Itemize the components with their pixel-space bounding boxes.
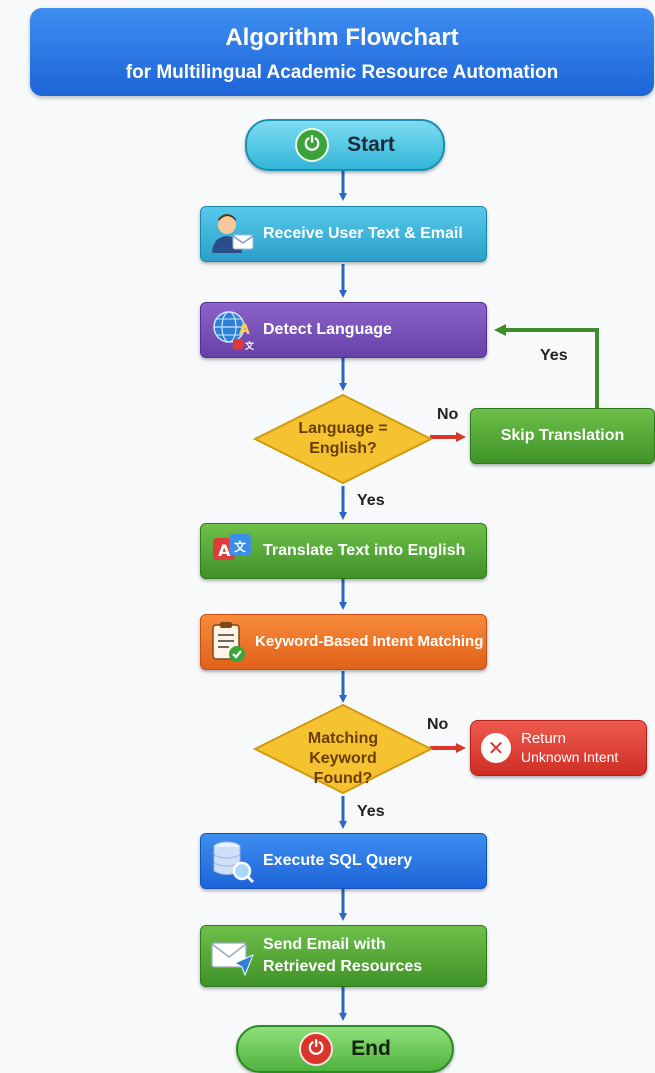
skip-yes-label: Yes [540,347,568,364]
receive-input-label: Receive User Text & Email [263,225,463,242]
decision-diamond-shape [253,703,433,795]
close-icon: ✕ [481,733,511,763]
keyword-decision-label: Matching Keyword Found? [307,730,379,787]
language-decision-label: Language = English? [298,420,388,457]
end-label: End [351,1037,391,1060]
user-email-icon [212,214,254,253]
receive-input-node: Receive User Text & Email [200,206,487,262]
title-banner: Algorithm Flowchart for Multilingual Aca… [30,8,654,96]
svg-text:文: 文 [244,340,255,352]
intent-matching-node: Keyword-Based Intent Matching [200,614,487,670]
svg-text:A: A [218,541,231,560]
keyword-no-label: No [427,716,449,733]
send-email-node: Send Email with Retrieved Resources [200,925,487,987]
sql-query-node: Execute SQL Query [200,833,487,889]
flowchart-title: Algorithm Flowchart [225,24,459,51]
skip-translation-node: Skip Translation [470,408,655,464]
start-label: Start [347,133,395,156]
sql-query-label: Execute SQL Query [263,852,413,869]
language-no-label: No [437,406,459,423]
keyword-yes-label: Yes [357,803,385,820]
clipboard-check-icon [212,622,245,662]
intent-matching-label: Keyword-Based Intent Matching [255,633,484,650]
power-icon: ⏻ [299,1032,334,1066]
svg-text:A: A [239,322,250,338]
detect-language-label: Detect Language [263,321,392,338]
skip-translation-label: Skip Translation [500,427,625,444]
return-unknown-text: Return Unknown Intent [521,729,618,767]
return-unknown-line1: Return [521,730,567,747]
return-unknown-line2: Unknown Intent [521,749,619,765]
database-search-icon [213,841,255,884]
globe-language-icon: A 文 [213,311,255,352]
translate-node: A 文 Translate Text into English [200,523,487,579]
send-email-line1: Send Email with [263,936,386,953]
svg-text:文: 文 [234,539,247,554]
send-email-text: Send Email with Retrieved Resources [263,934,422,978]
keyword-decision: Matching Keyword Found? [253,703,433,795]
end-node: ⏻ End [236,1025,454,1073]
power-icon: ⏻ [295,128,330,162]
translate-icon: A 文 [213,534,251,560]
language-decision: Language = English? [253,393,433,485]
arrow-skip-loop [494,324,599,408]
translate-label: Translate Text into English [263,542,466,559]
detect-language-node: A 文 Detect Language [200,302,487,358]
start-node: ⏻ Start [245,119,445,171]
language-yes-label: Yes [357,492,385,509]
decision-diamond-shape [253,393,433,485]
send-email-line2: Retrieved Resources [263,958,423,975]
flowchart-subtitle: for Multilingual Academic Resource Autom… [125,62,559,83]
envelope-send-icon [211,942,254,977]
return-unknown-node: ✕ Return Unknown Intent [470,720,647,776]
